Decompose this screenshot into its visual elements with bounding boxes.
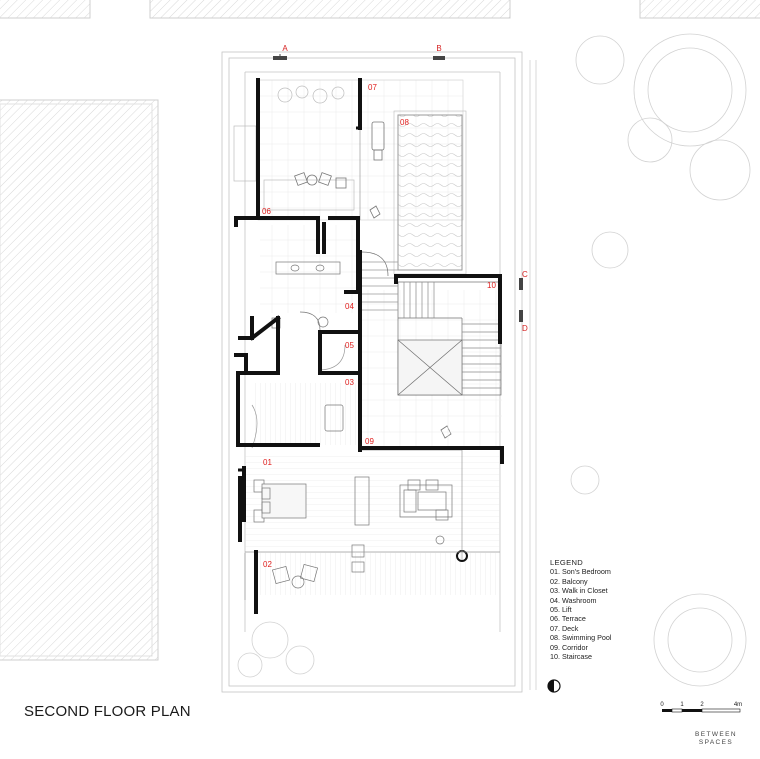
legend-heading: LEGEND bbox=[550, 558, 584, 567]
brand-line-1: BETWEEN bbox=[695, 731, 737, 738]
legend-item: 10. Staircase bbox=[550, 652, 592, 662]
legend-item: 05. Lift bbox=[550, 605, 572, 615]
room-label-03: 03 bbox=[345, 378, 354, 387]
brand-line-2: SPACES bbox=[698, 738, 734, 746]
scale-tick-0: 0 bbox=[660, 702, 664, 708]
walls bbox=[234, 78, 504, 614]
section-label-b: B bbox=[436, 44, 441, 53]
neighbour-top bbox=[0, 0, 760, 19]
room-label-01: 01 bbox=[263, 458, 272, 467]
legend-item: 03. Walk in Closet bbox=[550, 586, 608, 596]
neighbour-building bbox=[0, 99, 159, 661]
room-label-02: 02 bbox=[263, 560, 272, 569]
drawing-title: SECOND FLOOR PLAN bbox=[24, 703, 191, 720]
scale-tick-1: 1 bbox=[680, 702, 684, 708]
north-arrow-icon bbox=[547, 679, 561, 693]
room-label-08: 08 bbox=[400, 118, 409, 127]
swimming-pool bbox=[397, 114, 463, 271]
legend-item: 08. Swimming Pool bbox=[550, 633, 612, 643]
legend-list: 01. Son's Bedroom 02. Balcony 03. Walk i… bbox=[550, 567, 612, 661]
balcony-furniture bbox=[271, 563, 319, 589]
neighbour-building-inner bbox=[0, 103, 153, 657]
room-label-09: 09 bbox=[365, 437, 374, 446]
legend-item: 07. Deck bbox=[550, 623, 579, 633]
legend-item: 04. Washroom bbox=[550, 595, 597, 605]
bedroom-furniture bbox=[253, 404, 453, 573]
bedroom-floor bbox=[252, 383, 362, 445]
legend-item: 02. Balcony bbox=[550, 576, 588, 586]
section-marker-d: D bbox=[519, 310, 528, 333]
room-label-07: 07 bbox=[368, 83, 377, 92]
legend-item: 09. Corridor bbox=[550, 642, 588, 652]
legend-item: 06. Terrace bbox=[550, 614, 586, 624]
wall-ticks bbox=[238, 126, 360, 472]
scale-tick-3: 4m bbox=[734, 702, 742, 708]
washroom-floor bbox=[260, 225, 357, 313]
room-label-05: 05 bbox=[345, 341, 354, 350]
staircase bbox=[361, 251, 502, 396]
landscape-trees bbox=[237, 33, 751, 687]
room-label-04: 04 bbox=[345, 302, 354, 311]
scale-bar: 0 1 2 4m bbox=[660, 702, 742, 713]
section-marker-a: A bbox=[273, 44, 288, 60]
terrace-planting bbox=[233, 85, 355, 211]
section-label-c: C bbox=[522, 270, 528, 279]
room-label-10: 10 bbox=[487, 281, 496, 290]
legend-item: 01. Son's Bedroom bbox=[550, 567, 611, 577]
section-marker-b: B bbox=[433, 44, 445, 60]
room-label-06: 06 bbox=[262, 207, 271, 216]
section-marker-c: C bbox=[519, 270, 528, 290]
section-label-a: A bbox=[282, 44, 288, 53]
brand-logo: BETWEEN SPACES bbox=[695, 731, 737, 746]
scale-tick-2: 2 bbox=[700, 702, 704, 708]
legend: LEGEND 01. Son's Bedroom 02. Balcony 03.… bbox=[550, 558, 612, 661]
site-road-lines bbox=[529, 60, 537, 690]
section-label-d: D bbox=[522, 324, 528, 333]
